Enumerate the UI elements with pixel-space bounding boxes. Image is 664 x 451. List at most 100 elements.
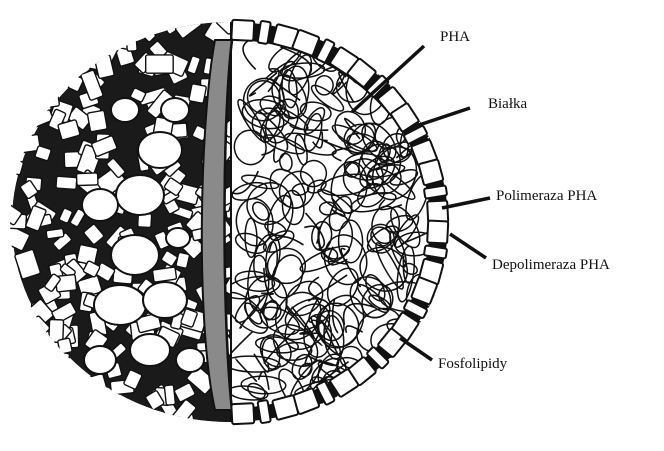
pha-chain [396, 378, 407, 391]
phospholipid-chip [117, 412, 132, 428]
phospholipid-chip [117, 24, 135, 45]
protein-block [258, 21, 271, 44]
phospholipid-chip [2, 62, 24, 84]
phospholipid-chip [103, 399, 118, 416]
label-bialka: Białka [488, 97, 527, 112]
protein-block [231, 20, 254, 41]
protein-block [418, 159, 443, 185]
phospholipid-chip [152, 267, 176, 282]
phospholipid-chip [76, 173, 98, 186]
phospholipid-chip [124, 20, 145, 40]
phospholipid-chip [14, 320, 27, 341]
phospholipid-chip [146, 55, 174, 73]
pha-core [218, 36, 443, 417]
phospholipid-chip [12, 310, 35, 330]
phospholipid-chip [126, 31, 137, 51]
phospholipid-disc [176, 348, 204, 372]
phospholipid-chip [87, 110, 107, 132]
phospholipid-chip [33, 78, 50, 94]
label-fosfolipidy: Fosfolipidy [438, 357, 507, 372]
phospholipid-chip [164, 385, 175, 406]
phospholipid-chip [42, 351, 60, 369]
phospholipid-chip [27, 89, 46, 106]
phospholipid-chip [47, 56, 72, 80]
phospholipid-chip [189, 84, 207, 104]
phospholipid-chip [67, 393, 87, 416]
phospholipid-chip [25, 78, 54, 109]
phospholipid-chip [76, 387, 94, 406]
phospholipid-chip [19, 103, 34, 118]
phospholipid-disc [94, 285, 146, 325]
phospholipid-chip [62, 7, 86, 32]
phospholipid-disc [82, 189, 118, 221]
phospholipid-chip [21, 41, 37, 54]
phospholipid-chip [37, 32, 65, 50]
phospholipid-disc [111, 98, 139, 122]
label-polimeraza-pha: Polimeraza PHA [496, 189, 597, 204]
leader-polimeraza [442, 198, 490, 208]
phospholipid-disc [111, 235, 159, 275]
phospholipid-chip [0, 156, 24, 175]
phospholipid-chip [149, 15, 165, 31]
phospholipid-chip [33, 26, 65, 54]
phospholipid-chip [100, 17, 118, 35]
phospholipid-disc [138, 132, 182, 168]
phospholipid-chip [22, 64, 40, 84]
phospholipid-chip [18, 323, 48, 348]
protein-block [424, 185, 447, 198]
phospholipid-chip [65, 392, 86, 417]
protein-block [424, 245, 447, 258]
label-pha: PHA [440, 30, 470, 45]
phospholipid-chip [176, 252, 190, 268]
protein-block [272, 395, 298, 420]
phospholipid-disc [161, 98, 189, 122]
phospholipid-disc [84, 346, 116, 374]
phospholipid-chip [22, 15, 45, 38]
phospholipid-chip [56, 176, 77, 189]
phospholipid-chip [41, 73, 53, 88]
phospholipid-chip [73, 382, 92, 399]
label-depolimeraza-pha: Depolimeraza PHA [492, 258, 610, 273]
phospholipid-chip [39, 9, 54, 33]
phospholipid-chip [6, 19, 30, 50]
phospholipid-chip [46, 228, 64, 239]
phospholipid-chip [134, 20, 156, 42]
phospholipid-chip [74, 55, 99, 70]
phospholipid-chip [109, 19, 134, 46]
phospholipid-chip [57, 338, 72, 354]
phospholipid-chip [4, 19, 31, 46]
leader-bialka [410, 108, 470, 128]
phospholipid-chip [118, 406, 137, 422]
phospholipid-chip [16, 64, 42, 90]
pha-chain-loop [395, 359, 417, 404]
leader-fosfolipidy [400, 338, 432, 360]
phospholipid-chip [33, 14, 44, 39]
phospholipid-chip [40, 48, 52, 70]
phospholipid-chip [10, 97, 24, 125]
leader-depolimeraza [450, 234, 486, 258]
protein-block [231, 403, 254, 424]
phospholipid-chip [15, 113, 31, 134]
phospholipid-chip [73, 40, 86, 53]
phospholipid-chip [34, 66, 59, 82]
phospholipid-chip [98, 12, 130, 44]
phospholipid-chip [65, 399, 77, 419]
phospholipid-chip [41, 87, 60, 108]
phospholipid-disc [143, 282, 187, 318]
pha-chain [365, 43, 388, 68]
phospholipid-chip [19, 27, 42, 51]
phospholipid-disc [166, 228, 190, 248]
phospholipid-chip [13, 29, 45, 59]
pha-chain [364, 384, 396, 396]
phospholipid-chip [25, 335, 52, 348]
protein-block [427, 220, 448, 243]
phospholipid-disc [130, 334, 170, 366]
phospholipid-chip [1, 139, 19, 158]
phospholipid-chip [34, 404, 51, 424]
phospholipid-chip [25, 54, 56, 83]
phospholipid-disc [116, 175, 164, 215]
protein-block [258, 400, 271, 423]
phospholipid-chip [108, 14, 129, 33]
